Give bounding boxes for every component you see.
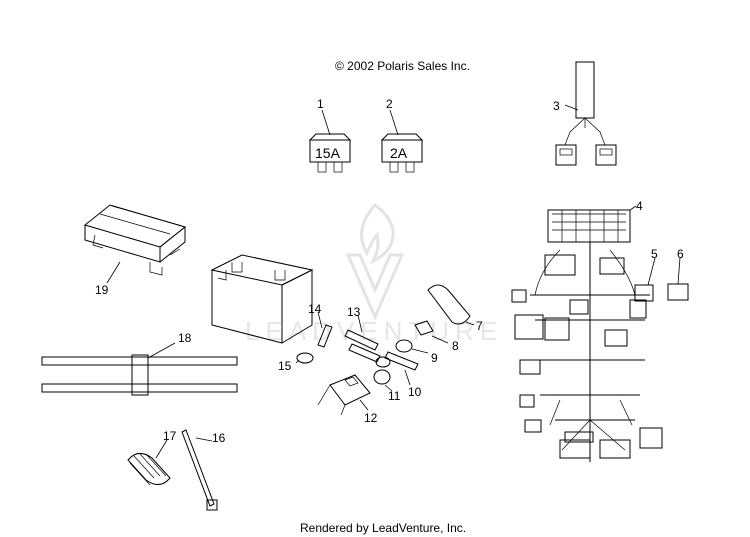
copyright-text: © 2002 Polaris Sales Inc. xyxy=(335,59,470,73)
callout-2: 2 xyxy=(386,97,393,111)
callout-16: 16 xyxy=(212,431,226,445)
cable-tie xyxy=(181,429,218,511)
callout-18: 18 xyxy=(178,331,192,345)
fuse-2a: 2A xyxy=(380,109,424,173)
callout-17: 17 xyxy=(163,429,177,443)
terminal-hardware xyxy=(295,311,381,364)
callout-12: 12 xyxy=(364,411,378,425)
callout-4: 4 xyxy=(636,199,643,213)
callout-1: 1 xyxy=(317,97,324,111)
callout-19: 19 xyxy=(95,283,109,297)
fuse-2a-label: 2A xyxy=(390,145,408,161)
connector-parts xyxy=(317,284,475,416)
harness-adapter xyxy=(555,61,617,166)
callout-5: 5 xyxy=(651,247,658,261)
fuse-15a-label: 15A xyxy=(315,145,341,161)
callout-10: 10 xyxy=(408,385,422,399)
callouts: 1 2 3 4 5 6 7 8 9 10 11 12 13 14 15 16 1… xyxy=(95,97,684,445)
fuse-15a: 15A xyxy=(308,109,352,173)
callout-3: 3 xyxy=(553,99,560,113)
wiring-harness xyxy=(511,205,689,462)
control-module xyxy=(83,204,187,284)
watermark: LEADVENTURE xyxy=(245,202,497,346)
callout-15: 15 xyxy=(278,359,292,373)
callout-11: 11 xyxy=(388,389,401,403)
battery xyxy=(210,254,314,344)
callout-9: 9 xyxy=(431,351,438,365)
callout-14: 14 xyxy=(308,302,322,316)
callout-7: 7 xyxy=(476,319,483,333)
mounting-straps xyxy=(41,342,238,396)
convoluted-tubing xyxy=(127,439,171,486)
callout-13: 13 xyxy=(347,305,361,319)
callout-6: 6 xyxy=(677,247,684,261)
footer-credit: Rendered by LeadVenture, Inc. xyxy=(300,521,466,535)
callout-8: 8 xyxy=(452,339,459,353)
